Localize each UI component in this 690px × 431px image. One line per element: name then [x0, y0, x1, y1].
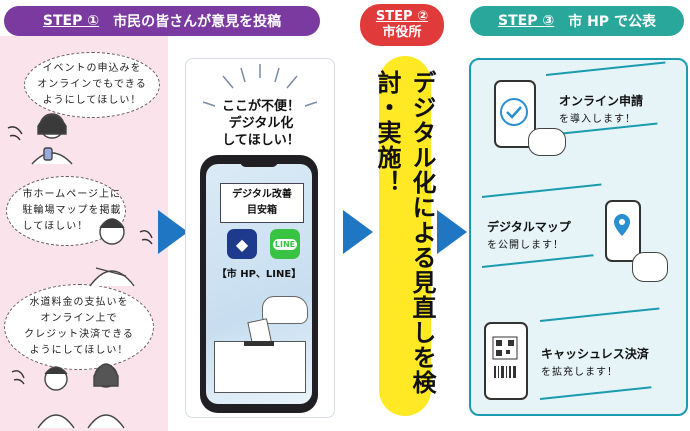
bubble-line: オンライン上で: [40, 313, 118, 324]
line-logo-icon: LINE: [270, 229, 300, 259]
hand-icon: [262, 296, 308, 324]
bubble-line: イベントの申込みを: [42, 63, 142, 74]
channels-label: 【市 HP、LINE】: [216, 269, 302, 280]
bubble-line: クレジット決済できる: [24, 329, 134, 340]
bubble-line: 市ホームページ上に: [22, 189, 121, 200]
citizens-illustration: [7, 113, 153, 429]
bubble-line: ようにしてほしい！: [42, 95, 142, 106]
speech-bubble-event: イベントの申込みを オンラインでもできる ようにしてほしい！: [24, 52, 160, 118]
step3-header: STEP ③ 市 HP で公表: [470, 6, 684, 36]
ballot-slot: [244, 341, 274, 346]
map-pin-icon: [614, 214, 630, 236]
slogan-line: ここが不便！: [221, 99, 300, 114]
step3-title: 市 HP で公表: [568, 14, 656, 30]
box-sign-line: デジタル改善: [232, 189, 292, 200]
phone-qr-icon: [484, 322, 528, 400]
bubble-line: 駐輪場マップを掲載: [22, 205, 122, 216]
arrow-right-icon: [158, 210, 188, 254]
qr-code-icon: [492, 336, 518, 378]
bubble-line: してほしい！: [22, 221, 89, 232]
result-title: キャッシュレス決済: [541, 347, 649, 361]
step1-title: 市民の皆さんが意見を投稿: [113, 14, 282, 30]
result-sub: を公開します！: [487, 240, 564, 251]
result-sub: を導入します！: [559, 114, 636, 125]
step1-label: STEP ①: [42, 13, 100, 29]
action-band: [379, 56, 431, 416]
step3-label: STEP ③: [498, 13, 555, 29]
hand-icon: [528, 128, 566, 156]
bubble-line: オンラインでもできる: [37, 79, 147, 90]
burst-icon: [202, 64, 318, 107]
slogan: ここが不便！ デジタル化 してほしい！: [212, 98, 310, 149]
bubble-line: 水道料金の支払いを: [29, 297, 129, 308]
step2-label: STEP ②: [375, 9, 429, 24]
improvement-box-sign: デジタル改善 目安箱: [220, 183, 304, 223]
slogan-line: デジタル化: [228, 116, 294, 131]
result-title: オンライン申請: [559, 94, 644, 108]
city-action-text: デジタル化による見直しを検討・実施！: [373, 70, 436, 395]
phone-notch: [240, 158, 278, 167]
speech-bubble-water: 水道料金の支払いを オンライン上で クレジット決済できる ようにしてほしい！: [4, 284, 154, 370]
slogan-line: してほしい！: [222, 133, 300, 148]
step2-title: 市役所: [382, 25, 422, 40]
result-sub: を拡充します！: [541, 367, 618, 378]
step2-header: STEP ② 市役所: [360, 4, 444, 46]
city-logo-icon: ◆: [227, 229, 257, 259]
bubble-line: ようにしてほしい！: [29, 345, 129, 356]
box-sign-line: 目安箱: [247, 205, 277, 216]
hand-icon: [632, 252, 668, 282]
ballot-box-icon: [214, 341, 306, 393]
step1-header: STEP ① 市民の皆さんが意見を投稿: [4, 6, 320, 36]
city-logo-glyph: ◆: [235, 234, 249, 254]
arrow-right-icon: [343, 210, 373, 254]
result-title: デジタルマップ: [487, 220, 571, 234]
arrow-right-icon: [437, 210, 467, 254]
line-logo-text: LINE: [272, 238, 298, 250]
checkmark-icon: [500, 98, 528, 126]
